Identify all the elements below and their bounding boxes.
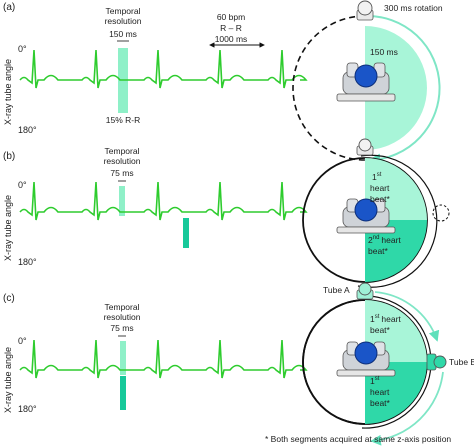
panel-a-temporal-value: 150 ms (109, 29, 137, 39)
panel-a-rotation-label: 300 ms rotation (384, 3, 443, 13)
panel-c-temporal-value: 75 ms (110, 323, 133, 333)
panel-b-axis-top: 0° (18, 180, 27, 190)
panel-b-beat1-beat: beat* (370, 194, 391, 204)
panel-b-beat1-heart: heart (370, 183, 390, 193)
panel-b: (b) 0° 180° X-ray tube angle Temporal re… (3, 138, 450, 288)
panel-c-arc-left (302, 299, 366, 425)
panel-a-axis-top: 0° (18, 44, 27, 54)
panel-c-beat2-beat: beat* (370, 398, 391, 408)
footnote: * Both segments acquired at same z-axis … (265, 434, 451, 444)
panel-a-dashed-arc (292, 15, 366, 161)
panel-c-window-1 (120, 341, 126, 375)
panel-c: (c) 0° 180° X-ray tube angle Temporal re… (3, 282, 474, 446)
panel-b-beat1-label: 1st (372, 172, 382, 182)
panel-a-ecg-trace (19, 49, 308, 89)
panel-c-axis-title: X-ray tube angle (3, 347, 13, 413)
panel-c-tube-b-icon (426, 353, 447, 371)
panel-b-xray-tube-icon (356, 138, 374, 156)
panel-c-patient-icon (336, 341, 396, 377)
panel-c-tube-a-label: Tube A (323, 285, 350, 295)
panel-b-axis-bottom: 180° (18, 257, 37, 267)
panel-b-ecg-trace (19, 181, 308, 221)
panel-a-patient-icon (336, 62, 396, 102)
panel-c-rotation-arrow-a (374, 291, 440, 342)
panel-b-beat2-beat: beat* (368, 246, 389, 256)
panel-c-axis-top: 0° (18, 336, 27, 346)
panel-c-rotation-arrow-b (370, 371, 444, 446)
panel-c-beat2-heart: heart (370, 387, 390, 397)
panel-b-temporal-value: 75 ms (110, 168, 133, 178)
panel-a-bpm: 60 bpm (217, 12, 245, 22)
panel-b-axis-title: X-ray tube angle (3, 195, 13, 261)
panel-c-arc-inner-1 (364, 295, 432, 363)
panel-c-sector-tube-b (365, 362, 427, 424)
panel-b-label: (b) (3, 151, 15, 162)
panel-a: (a) 0° 180° X-ray tube angle Temporal re… (3, 0, 443, 166)
panel-c-window-2 (120, 376, 126, 410)
panel-a-temporal-title-1: Temporal (106, 6, 141, 16)
panel-a-rr: R – R (220, 23, 242, 33)
panel-a-segment-label: 150 ms (370, 47, 398, 57)
panel-b-patient-icon (336, 198, 396, 234)
panel-b-dashed-tube-icon (432, 204, 450, 222)
panel-b-window-2 (183, 218, 189, 248)
panel-c-axis-bottom: 180° (18, 404, 37, 414)
panel-a-window-caption: 15% R-R (106, 115, 140, 125)
panel-c-beat2-label: 1st (370, 376, 380, 386)
panel-a-xray-tube-icon (356, 0, 374, 21)
panel-c-temporal-title-2: resolution (104, 312, 141, 322)
panel-a-label: (a) (3, 2, 15, 13)
panel-a-sector-150ms (365, 26, 427, 150)
panel-c-arc-inner-2 (361, 361, 432, 429)
panel-c-tube-b-label: Tube B (449, 357, 474, 367)
panel-b-rotation-arc (357, 154, 438, 288)
panel-a-rotation-arrow (364, 14, 441, 166)
panel-b-temporal-title-1: Temporal (105, 146, 140, 156)
panel-a-axis-bottom: 180° (18, 125, 37, 135)
panel-a-temporal-title-2: resolution (105, 16, 142, 26)
panel-c-label: (c) (3, 293, 15, 304)
panel-a-rr-ms: 1000 ms (215, 34, 248, 44)
panel-c-temporal-title-1: Temporal (105, 302, 140, 312)
panel-a-axis-title: X-ray tube angle (3, 59, 13, 125)
panel-c-beat1-beat: beat* (370, 325, 391, 335)
panel-b-window-1 (119, 186, 125, 216)
panel-b-temporal-title-2: resolution (104, 156, 141, 166)
panel-c-tube-a-icon (356, 282, 374, 300)
panel-c-ecg-trace (19, 339, 308, 379)
panel-b-sector-beat-2 (365, 220, 427, 282)
